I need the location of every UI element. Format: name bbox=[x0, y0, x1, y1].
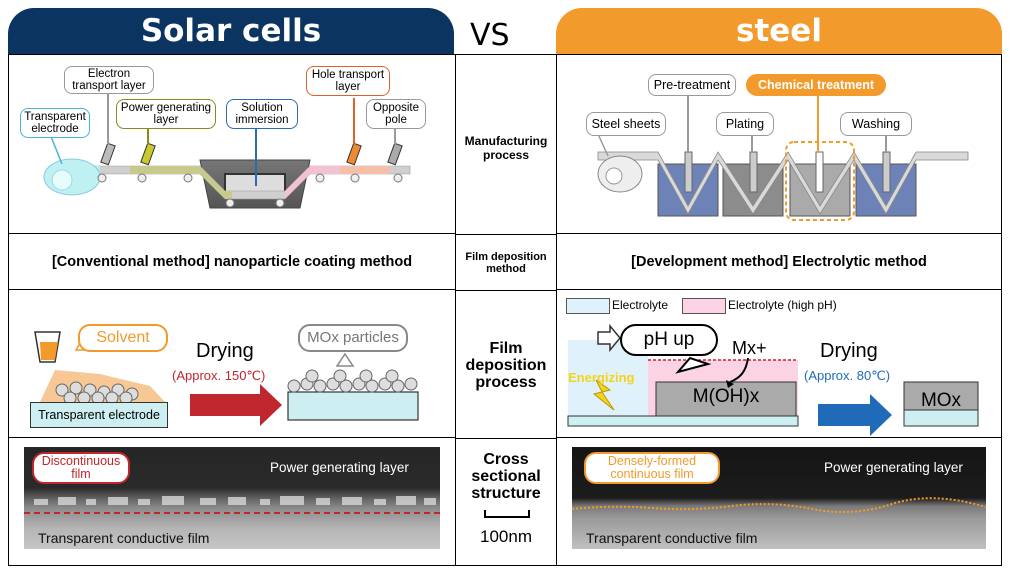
mx-ion-label: Mx+ bbox=[732, 338, 767, 358]
film-deposition-process-label: Film deposition process bbox=[465, 339, 547, 391]
cross-sectional-structure-label: Cross sectional structure bbox=[471, 450, 541, 502]
plating-callout: Plating bbox=[716, 112, 774, 136]
pre-treatment-callout: Pre-treatment bbox=[648, 74, 736, 96]
scale-bar bbox=[484, 510, 530, 518]
energizing-label: Energizing bbox=[568, 370, 635, 385]
steel-manufacturing-panel bbox=[556, 54, 1002, 234]
legend-high-ph-label: Electrolyte (high pH) bbox=[728, 298, 837, 312]
hole-transport-callout: Hole transport layer bbox=[306, 66, 390, 96]
steel-manufacturing-illustration bbox=[597, 94, 969, 221]
steel-process-illustration bbox=[567, 323, 979, 436]
power-generating-callout: Power generating layer bbox=[116, 99, 216, 129]
development-method-cell bbox=[556, 234, 1002, 290]
steel-transparent-conductive-label: Transparent conductive film bbox=[586, 530, 758, 546]
mid-divider-2 bbox=[456, 290, 556, 291]
solar-cells-title: Solar cells bbox=[140, 13, 322, 49]
solar-process-panel bbox=[8, 290, 456, 438]
solar-manufacturing-panel bbox=[8, 54, 456, 234]
solvent-callout: Solvent bbox=[78, 324, 168, 352]
steel-header: steel bbox=[556, 8, 1002, 54]
legend-electrolyte-swatch bbox=[566, 298, 610, 314]
steel-sheets-callout: Steel sheets bbox=[586, 112, 666, 136]
steel-drying-label: Drying bbox=[820, 340, 878, 362]
transparent-electrode-block: Transparent electrode bbox=[30, 402, 168, 428]
steel-power-generating-label: Power generating layer bbox=[824, 460, 963, 475]
transparent-electrode-callout: Transparent electrode bbox=[20, 108, 90, 138]
mox-particles-callout: MOx particles bbox=[298, 324, 408, 352]
scale-label: 100nm bbox=[480, 527, 532, 546]
solar-cross-section-panel bbox=[8, 438, 456, 566]
discontinuous-film-callout: Discontinuous film bbox=[32, 452, 130, 484]
solar-process-illustration bbox=[34, 331, 419, 426]
washing-callout: Washing bbox=[840, 112, 912, 136]
legend-high-ph-swatch bbox=[682, 298, 726, 314]
mox-label: MOx bbox=[920, 390, 962, 411]
chemical-treatment-callout: Chemical treatment bbox=[746, 74, 886, 96]
moh-label: M(OH)x bbox=[692, 386, 760, 407]
steel-title: steel bbox=[736, 13, 822, 49]
mid-divider-1 bbox=[456, 234, 556, 235]
solar-manufacturing-illustration bbox=[43, 91, 411, 209]
solar-drying-label: Drying bbox=[196, 340, 254, 362]
legend-electrolyte-label: Electrolyte bbox=[612, 298, 669, 312]
vs-label: VS bbox=[470, 18, 510, 53]
densely-formed-film-callout: Densely-formed continuous film bbox=[584, 452, 720, 484]
solar-cells-header: Solar cells bbox=[8, 8, 454, 54]
electron-transport-callout: Electron transport layer bbox=[64, 66, 154, 94]
development-method-title: [Development method] Electrolytic method bbox=[631, 254, 927, 270]
steel-drying-temp: (Approx. 80℃) bbox=[804, 368, 891, 383]
solution-immersion-callout: Solution immersion bbox=[226, 99, 298, 129]
conventional-method-cell bbox=[8, 234, 456, 290]
solar-drying-temp: (Approx. 150℃) bbox=[172, 368, 266, 383]
film-deposition-method-label: Film deposition method bbox=[465, 250, 547, 276]
mid-divider-3 bbox=[456, 438, 556, 439]
mid-column bbox=[456, 54, 556, 566]
solar-power-generating-label: Power generating layer bbox=[270, 460, 409, 475]
steel-cross-section-panel bbox=[556, 438, 1002, 566]
opposite-pole-callout: Opposite pole bbox=[366, 99, 426, 129]
manufacturing-process-label: Manufacturing process bbox=[464, 133, 548, 162]
conventional-method-title: [Conventional method] nanoparticle coati… bbox=[51, 254, 413, 270]
steel-process-panel bbox=[556, 290, 1002, 438]
solar-transparent-conductive-label: Transparent conductive film bbox=[38, 530, 210, 546]
ph-up-callout: pH up bbox=[620, 324, 718, 356]
